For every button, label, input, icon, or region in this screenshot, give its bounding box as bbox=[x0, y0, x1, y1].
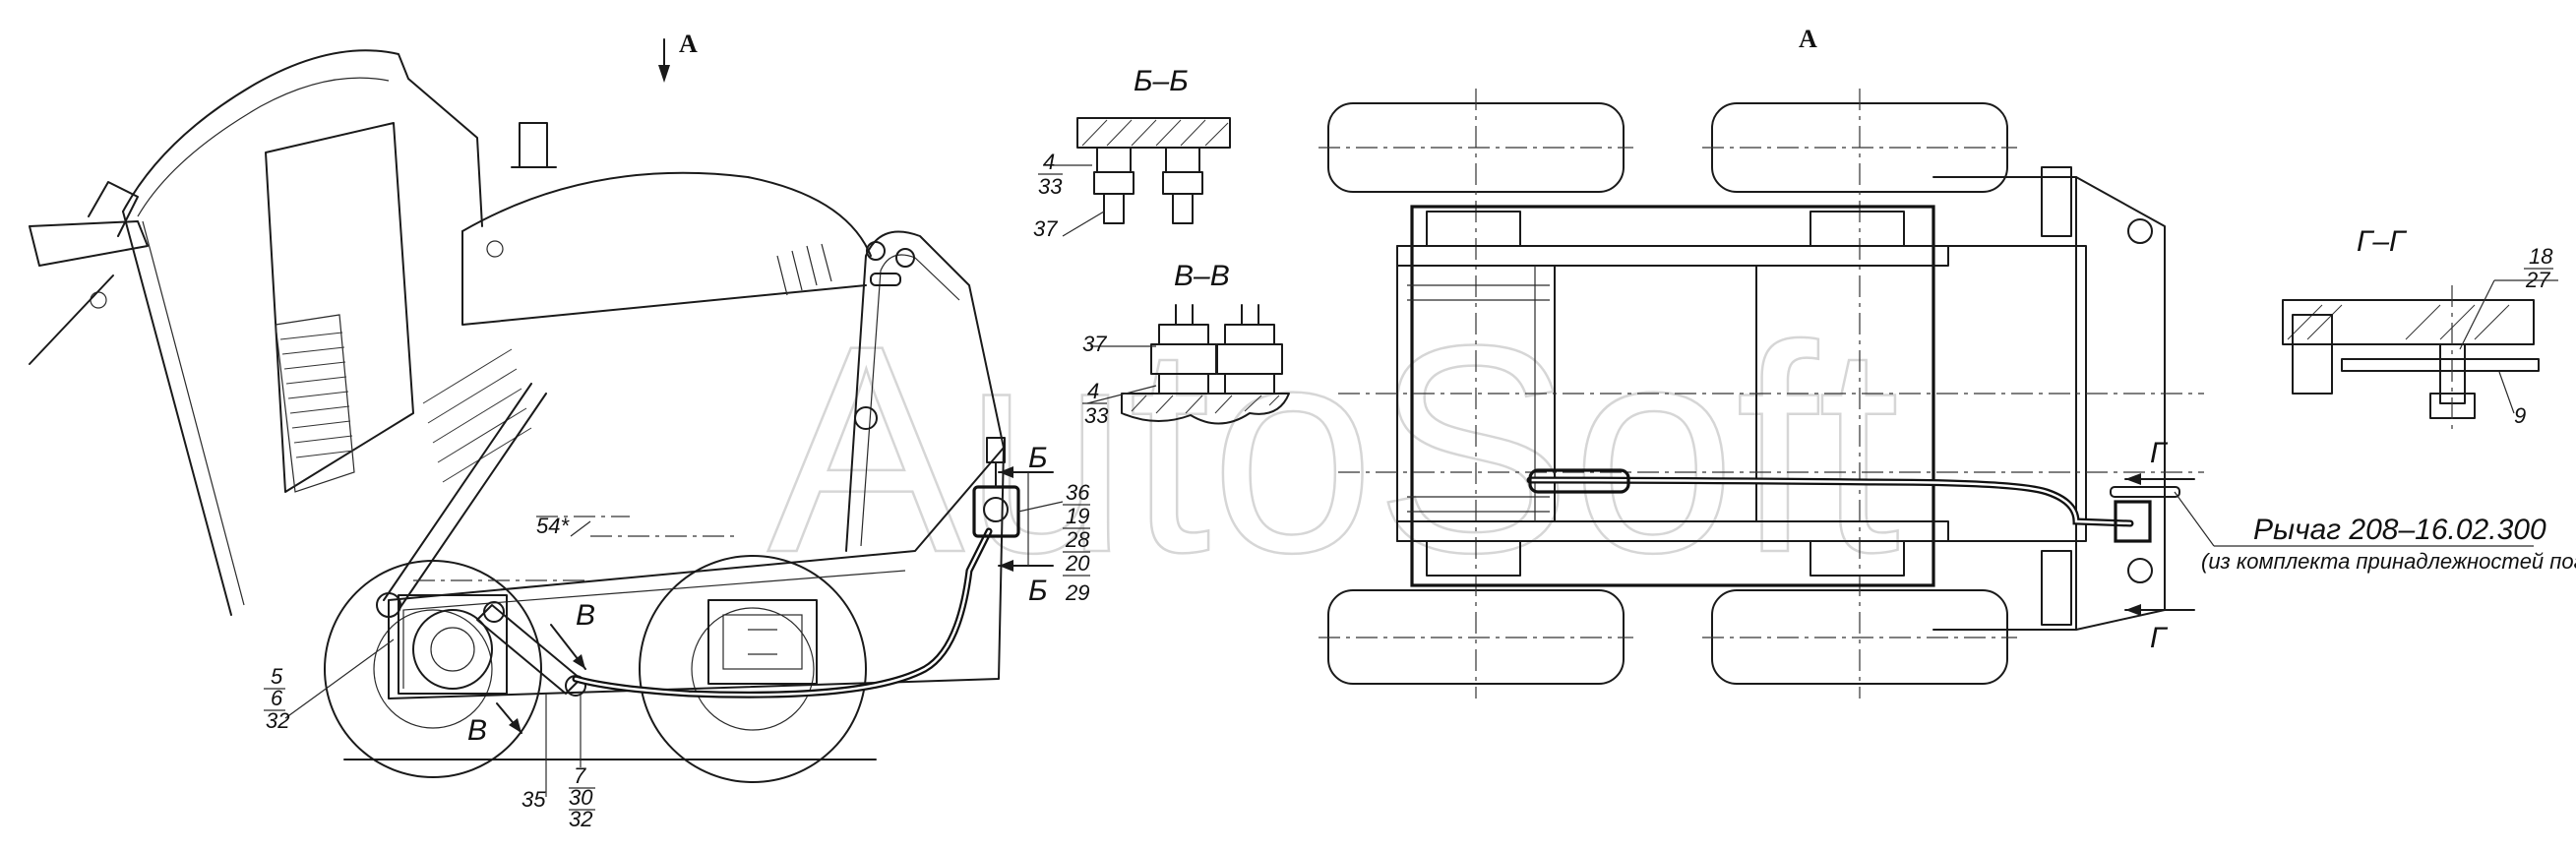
svg-text:28: 28 bbox=[1065, 527, 1090, 552]
gg-callout-9: 9 bbox=[2514, 403, 2526, 428]
callout-5: 5 bbox=[271, 664, 283, 689]
section-gg bbox=[2282, 279, 2558, 433]
vv-callout-4: 4 bbox=[1087, 379, 1099, 403]
section-b-mark-top: Б bbox=[1028, 442, 1048, 474]
view-a-label-left: А bbox=[679, 30, 698, 58]
callout-35: 35 bbox=[521, 787, 546, 812]
watermark: AutoSoft bbox=[767, 283, 1901, 614]
bb-callout-4: 4 bbox=[1043, 150, 1055, 174]
svg-text:36: 36 bbox=[1066, 480, 1090, 505]
loader-top-view bbox=[1319, 89, 2534, 699]
view-a-label-top: А bbox=[1799, 25, 1817, 53]
callout-stack-right: 36 19 28 20 29 bbox=[1063, 480, 1090, 605]
gg-callout-27: 27 bbox=[2525, 268, 2550, 292]
cylinder-unit bbox=[476, 601, 586, 697]
svg-text:19: 19 bbox=[1066, 504, 1089, 528]
callout-7: 7 bbox=[574, 763, 586, 788]
lever-note-subtitle: (из комплекта принадлежностей погрузчика… bbox=[2201, 549, 2576, 574]
section-vv-title: В–В bbox=[1174, 260, 1230, 292]
bb-callout-37: 37 bbox=[1033, 216, 1058, 241]
section-bb-title: Б–Б bbox=[1134, 65, 1189, 97]
callout-6: 6 bbox=[271, 686, 283, 710]
vv-callout-33: 33 bbox=[1084, 403, 1109, 428]
svg-text:20: 20 bbox=[1065, 551, 1090, 576]
section-g-mark-top: Г bbox=[2150, 437, 2169, 469]
svg-text:29: 29 bbox=[1065, 580, 1089, 605]
callout-32a: 32 bbox=[266, 708, 289, 733]
section-bb bbox=[1043, 117, 1231, 237]
loader-side-view bbox=[29, 38, 1064, 797]
callout-32b: 32 bbox=[569, 807, 592, 831]
bb-callout-33: 33 bbox=[1038, 174, 1063, 199]
section-v-mark-upper: В bbox=[576, 599, 595, 632]
section-v-mark-lower: В bbox=[467, 714, 487, 747]
section-vv bbox=[1086, 304, 1290, 425]
vv-callout-37: 37 bbox=[1082, 332, 1107, 356]
section-b-mark-bottom: Б bbox=[1028, 575, 1048, 607]
callout-30: 30 bbox=[569, 785, 593, 810]
section-gg-title: Г–Г bbox=[2357, 225, 2408, 258]
section-g-mark-bottom: Г bbox=[2150, 622, 2169, 654]
gg-callout-18: 18 bbox=[2529, 244, 2553, 269]
lever-note-title: Рычаг 208–16.02.300 bbox=[2253, 514, 2546, 546]
callout-54: 54* bbox=[536, 514, 570, 538]
